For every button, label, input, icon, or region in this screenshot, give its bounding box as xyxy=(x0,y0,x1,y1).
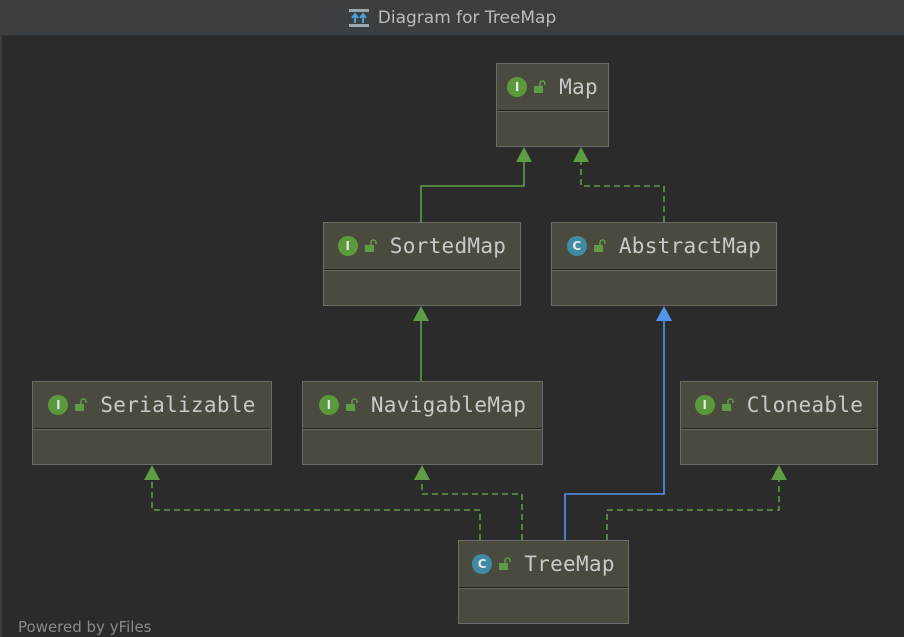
node-abstractmap[interactable]: C AbstractMap xyxy=(551,222,777,306)
diagram-icon xyxy=(348,8,370,28)
node-serializable[interactable]: I Serializable xyxy=(32,381,272,465)
edge-abstractmap-map xyxy=(580,162,665,222)
node-name: TreeMap xyxy=(524,552,615,576)
window-title-bar: Diagram for TreeMap xyxy=(0,0,904,36)
node-cloneable[interactable]: I Cloneable xyxy=(680,381,878,465)
interface-icon: I xyxy=(337,236,358,256)
public-lock-icon xyxy=(534,80,546,93)
class-icon: C xyxy=(472,554,493,574)
public-lock-icon xyxy=(364,239,377,252)
arrowhead-abstractmap-map xyxy=(573,147,589,162)
interface-icon: I xyxy=(48,395,69,415)
edge-sortedmap-map xyxy=(420,162,525,222)
node-name: Cloneable xyxy=(746,393,864,417)
node-sortedmap[interactable]: I SortedMap xyxy=(323,222,521,306)
edge-treemap-serializable xyxy=(151,480,481,540)
node-header: I Map xyxy=(497,64,608,111)
edge-treemap-navigablemap xyxy=(421,480,523,540)
public-lock-icon xyxy=(75,398,88,411)
edge-treemap-abstractmap xyxy=(564,321,665,540)
node-header: C TreeMap xyxy=(459,541,628,588)
node-map[interactable]: I Map xyxy=(496,63,609,147)
left-edge xyxy=(0,36,2,637)
window-title: Diagram for TreeMap xyxy=(377,7,557,28)
public-lock-icon xyxy=(593,239,606,252)
node-header: I NavigableMap xyxy=(303,382,542,429)
node-header: I Cloneable xyxy=(681,382,877,429)
arrowhead-navigablemap-sortedmap xyxy=(413,306,429,321)
arrowhead-treemap-abstractmap xyxy=(656,306,672,321)
arrowhead-treemap-cloneable xyxy=(771,465,787,480)
public-lock-icon xyxy=(721,398,734,411)
public-lock-icon xyxy=(499,557,511,570)
arrowhead-sortedmap-map xyxy=(516,147,532,162)
node-name: AbstractMap xyxy=(618,234,762,258)
public-lock-icon xyxy=(345,398,358,411)
node-name: SortedMap xyxy=(389,234,507,258)
edge-treemap-cloneable xyxy=(606,480,780,540)
node-header: I Serializable xyxy=(33,382,271,429)
node-header: C AbstractMap xyxy=(552,223,776,270)
arrowhead-treemap-serializable xyxy=(144,465,160,480)
node-header: I SortedMap xyxy=(324,223,520,270)
diagram-edges xyxy=(144,147,787,540)
node-name: Map xyxy=(559,75,598,99)
diagram-canvas[interactable]: I Map I SortedMap C AbstractMap I Serial… xyxy=(0,36,904,637)
node-name: NavigableMap xyxy=(370,393,527,417)
interface-icon: I xyxy=(507,77,528,97)
node-name: Serializable xyxy=(100,393,256,417)
arrowhead-treemap-navigablemap xyxy=(414,465,430,480)
powered-by-label: Powered by yFiles xyxy=(18,618,152,636)
abstract-class-icon: C xyxy=(566,236,587,256)
interface-icon: I xyxy=(318,395,339,415)
node-navigablemap[interactable]: I NavigableMap xyxy=(302,381,543,465)
node-treemap[interactable]: C TreeMap xyxy=(458,540,629,624)
interface-icon: I xyxy=(694,395,715,415)
